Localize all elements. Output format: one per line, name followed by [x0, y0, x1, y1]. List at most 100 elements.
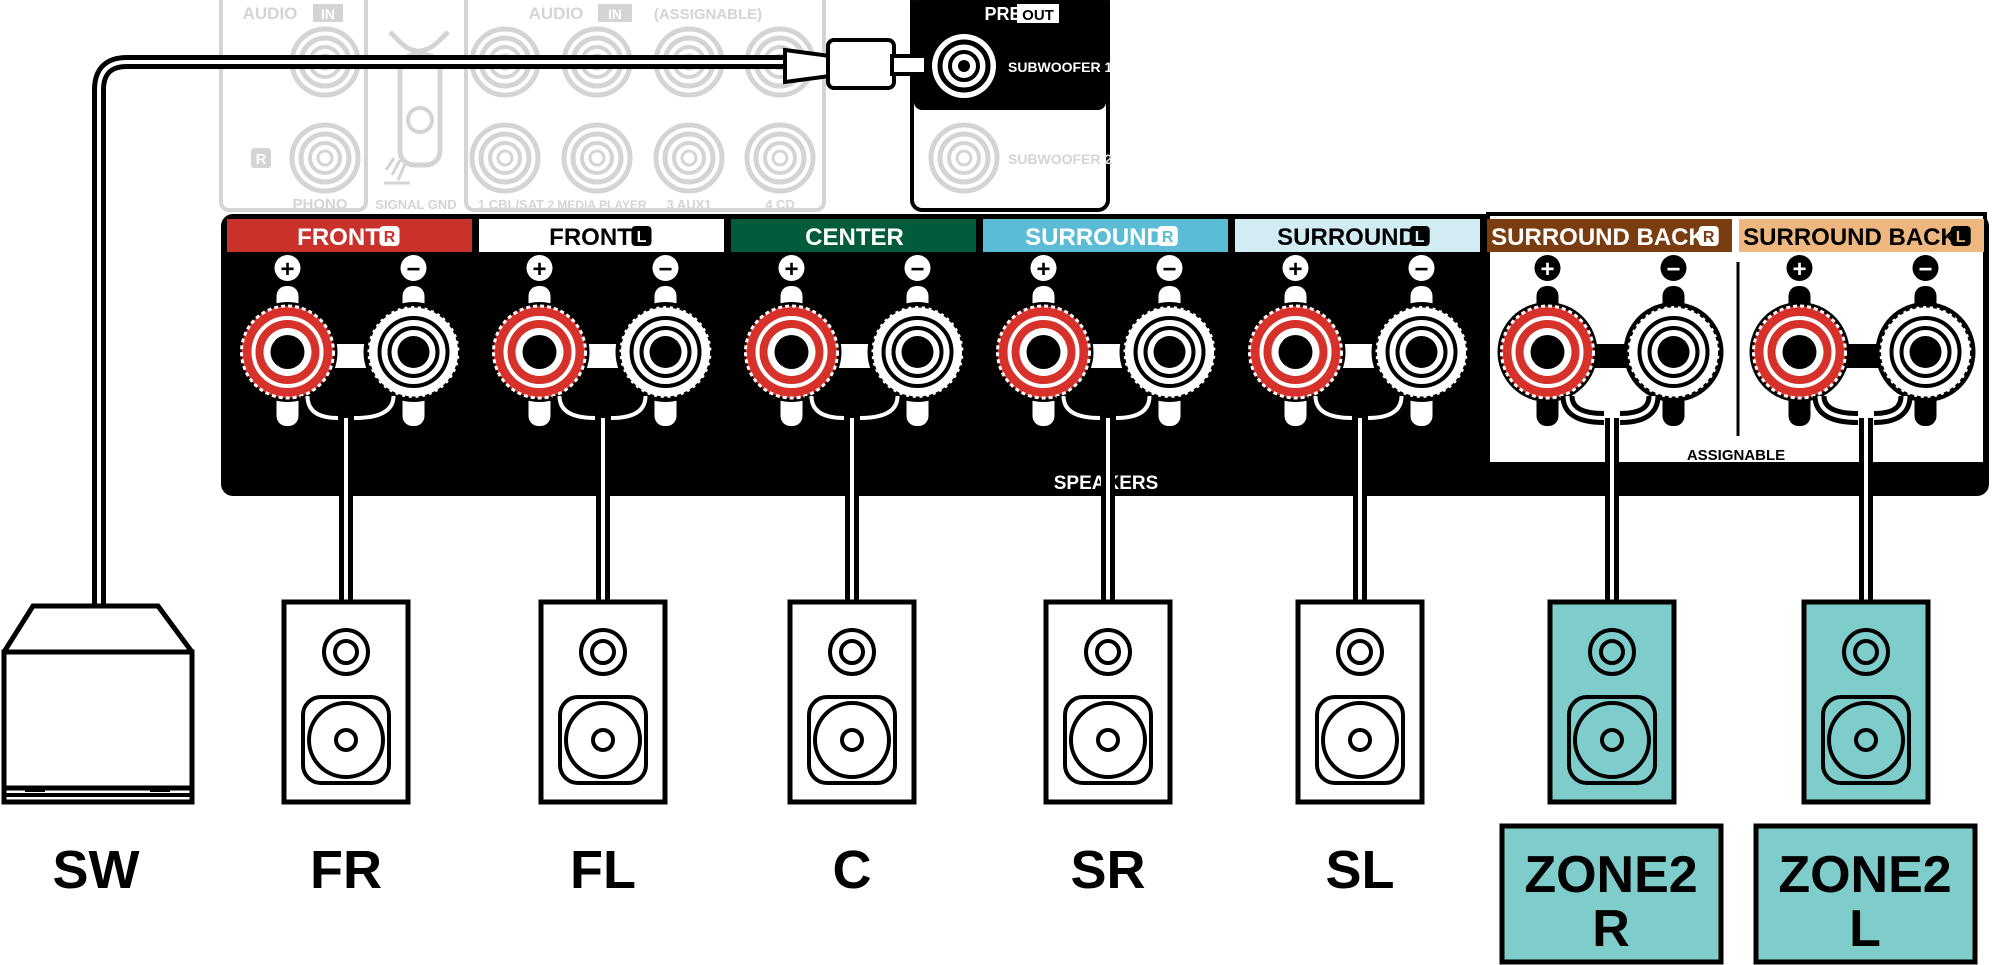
- svg-text:−: −: [1162, 256, 1176, 283]
- r-badge: R: [256, 151, 267, 168]
- pre-out-tag: OUT: [1022, 7, 1054, 24]
- terminal-plus-front-l: [487, 300, 592, 404]
- wire-center: [804, 395, 905, 604]
- wire-surround-r: [1056, 395, 1157, 604]
- terminal-minus-front-l: [613, 300, 718, 404]
- terminal-minus-surround-l: [1369, 300, 1474, 404]
- minus-sign-front-l: [652, 255, 679, 281]
- plus-sign-surround-back-l: [1786, 255, 1813, 281]
- audio-in-assignable-tag: IN: [608, 6, 622, 22]
- zone2-l-label-box: ZONE2 L: [1753, 823, 1978, 965]
- svg-text:−: −: [910, 256, 924, 283]
- channel-name-front-l: FRONT: [549, 224, 632, 251]
- label-zone2-l-line1: ZONE2: [1778, 846, 1951, 904]
- terminal-minus-surround-r: [1117, 300, 1222, 404]
- minus-sign-surround-back-r: [1660, 255, 1687, 281]
- channel-side-box-surround-back-l: [1950, 226, 1971, 246]
- label-sl: SL: [1325, 840, 1394, 900]
- label-cbl-sat: 1 CBL/SAT: [478, 197, 544, 212]
- audio-in-tag: IN: [321, 6, 335, 22]
- terminal-plus-center: [739, 300, 844, 404]
- label-phono: PHONO: [292, 196, 347, 213]
- plus-sign-surround-l: [1282, 255, 1309, 281]
- channel-name-front-r: FRONT: [297, 224, 380, 251]
- label-fl: FL: [570, 840, 636, 900]
- label-cd: 4 CD: [765, 197, 795, 212]
- audio-in-tag-box: [313, 4, 343, 22]
- speaker-fl: [541, 602, 665, 802]
- svg-text:+: +: [1792, 256, 1806, 283]
- svg-text:−: −: [406, 256, 420, 283]
- svg-text:−: −: [658, 256, 672, 283]
- speaker-wires: [300, 395, 1913, 604]
- label-sw: SW: [53, 840, 140, 900]
- terminal-plus-surround-back-r: [1495, 300, 1600, 404]
- subwoofer-unit: [1, 603, 195, 805]
- channel-side-box-front-r: [379, 226, 400, 246]
- pre-out-section: PRE OUT SUBWOOFER 1 SUBWOOFER 2: [910, 0, 1112, 212]
- label-media-player: 2 MEDIA PLAYER: [547, 198, 646, 212]
- channel-side-box-surround-r: [1157, 226, 1178, 246]
- plus-sign-surround-back-r: [1534, 255, 1561, 281]
- rca-jack-cd-r: [747, 125, 813, 191]
- channel-side-front-r: R: [384, 229, 396, 246]
- channel-name-center: CENTER: [805, 224, 904, 251]
- subwoofer2-jack: [931, 125, 997, 191]
- svg-text:+: +: [1288, 256, 1302, 283]
- plus-sign-front-r: [274, 255, 301, 281]
- subwoofer1-label: SUBWOOFER 1: [1008, 59, 1112, 75]
- svg-text:−: −: [1666, 256, 1680, 283]
- ground-terminal: [384, 30, 450, 185]
- audio-in-assignable-title: AUDIO: [529, 4, 584, 23]
- channel-header-center: CENTER: [731, 219, 976, 252]
- subwoofer1-jack: [932, 34, 996, 98]
- terminal-minus-center: [865, 300, 970, 404]
- terminal-plus-front-r: [235, 300, 340, 404]
- audio-in-assignable-tag-box: [598, 4, 632, 22]
- plus-sign-center: [778, 255, 805, 281]
- label-zone2-l-line2: L: [1849, 900, 1881, 958]
- minus-sign-surround-r: [1156, 255, 1183, 281]
- svg-text:+: +: [784, 256, 798, 283]
- audio-in-assignable-note: (ASSIGNABLE): [654, 6, 762, 23]
- r-badge-box: [251, 148, 271, 168]
- terminal-plus-surround-l: [1243, 300, 1348, 404]
- label-zone2-r-line2: R: [1592, 900, 1630, 958]
- plus-sign-surround-r: [1030, 255, 1057, 281]
- svg-text:+: +: [1036, 256, 1050, 283]
- svg-text:+: +: [280, 256, 294, 283]
- terminal-minus-front-r: [361, 300, 466, 404]
- minus-sign-surround-back-l: [1912, 255, 1939, 281]
- channel-name-surround-l: SURROUND: [1277, 224, 1416, 251]
- label-zone2-r-line1: ZONE2: [1524, 846, 1697, 904]
- speaker-fr: [284, 602, 408, 802]
- subwoofer-cable: [92, 38, 928, 606]
- assignable-label: ASSIGNABLE: [1687, 447, 1785, 464]
- terminal-minus-surround-back-r: [1621, 300, 1726, 404]
- channel-side-surround-back-l: L: [1956, 229, 1966, 246]
- subwoofer2-label: SUBWOOFER 2: [1008, 151, 1112, 167]
- channel-side-surround-r: R: [1162, 229, 1174, 246]
- pre-out-tag-box: [1017, 4, 1059, 23]
- wire-front-r: [300, 395, 401, 604]
- label-aux1: 3 AUX1: [666, 197, 711, 212]
- terminal-plus-surround-back-l: [1747, 300, 1852, 404]
- speaker-sr: [1046, 602, 1170, 802]
- channel-side-box-front-l: [631, 226, 652, 246]
- svg-text:−: −: [1414, 256, 1428, 283]
- pre-out-title: PRE: [984, 4, 1021, 24]
- minus-sign-center: [904, 255, 931, 281]
- label-fr: FR: [310, 840, 382, 900]
- label-c: C: [833, 840, 872, 900]
- label-sr: SR: [1070, 840, 1145, 900]
- channel-name-surround-back-l: SURROUND BACK: [1743, 224, 1958, 251]
- channel-side-box-surround-back-r: [1698, 226, 1719, 246]
- rca-jack-media-r: [564, 125, 630, 191]
- rca-jack-phono-r: [292, 125, 358, 191]
- zone2-r-label-box: ZONE2 R: [1499, 823, 1724, 965]
